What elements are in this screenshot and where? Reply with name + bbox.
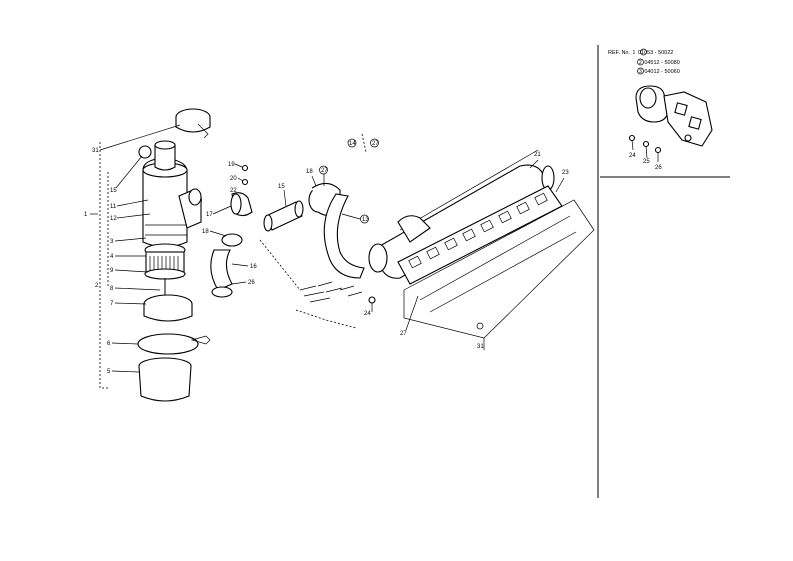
callout-2: 2 (95, 283, 99, 289)
small-cap (138, 145, 152, 159)
callout-27-lower: 27 (400, 331, 407, 337)
callout-27: 27 (372, 141, 379, 147)
clamp-ring (137, 333, 199, 355)
group-bracket-outer (99, 142, 108, 389)
top-cap (175, 108, 211, 139)
callout-11: 11 (110, 204, 117, 210)
ref-line-2: 2 04512 - 50080 (639, 60, 680, 66)
ref-marker-3-circle (637, 67, 644, 75)
callout-9: 9 (110, 268, 114, 274)
callout-13: 13 (362, 217, 369, 223)
callout-21: 21 (534, 152, 541, 158)
intake-pipe (263, 200, 304, 232)
callout-15-pipe: 15 (278, 184, 285, 190)
hose-elbow-upper (230, 192, 253, 217)
filter-element (144, 243, 186, 280)
ref-marker-2-circle (637, 58, 644, 66)
ref-marker-1-circle (640, 48, 647, 56)
callout-27-upper: 27 (321, 168, 328, 174)
callout-19: 19 (228, 162, 235, 168)
callout-1: 1 (84, 212, 88, 218)
cylinder-head (403, 199, 595, 350)
callout-7: 7 (110, 301, 114, 307)
callout-31-lower: 31 (477, 344, 484, 350)
bolt-24 (368, 296, 376, 304)
callout-18: 18 (306, 169, 313, 175)
callout-16: 16 (250, 264, 257, 270)
small-bolt (241, 164, 249, 172)
callout-4: 4 (110, 254, 114, 260)
callout-22: 22 (230, 188, 237, 194)
callout-14: 14 (349, 141, 356, 147)
ref-callout-26: 26 (655, 165, 662, 171)
ref-line-3: 3 04012 - 50060 (639, 69, 680, 75)
ref-callout-25: 25 (643, 159, 650, 165)
air-cleaner-assembly (99, 108, 211, 402)
ref-line-1: REF. No. 1 01053 - 50022 (608, 50, 673, 56)
callout-3: 3 (110, 239, 114, 245)
cleaner-body (142, 140, 202, 248)
callout-6: 6 (107, 341, 111, 347)
callout-20: 20 (230, 176, 237, 182)
callout-15: 15 (110, 188, 117, 194)
callout-24: 24 (364, 311, 371, 317)
oil-cup (138, 357, 192, 402)
ref-box: REF. No. 1 01053 - 50022 2 04512 - 50080… (608, 48, 713, 171)
ref-detail-drawing (628, 85, 713, 162)
small-washer (241, 178, 249, 186)
callout-18-left: 18 (202, 229, 209, 235)
hose-lower (210, 233, 243, 298)
ref-callout-24: 24 (629, 153, 636, 159)
callout-23: 23 (562, 170, 569, 176)
callout-8: 8 (110, 286, 114, 292)
curved-pipe (323, 193, 365, 279)
callout-5: 5 (107, 369, 111, 375)
fastener-set (259, 239, 363, 329)
callout-17: 17 (206, 212, 213, 218)
callout-26: 26 (248, 280, 255, 286)
callout-12: 12 (110, 216, 117, 222)
callout-31: 31 (92, 148, 99, 154)
